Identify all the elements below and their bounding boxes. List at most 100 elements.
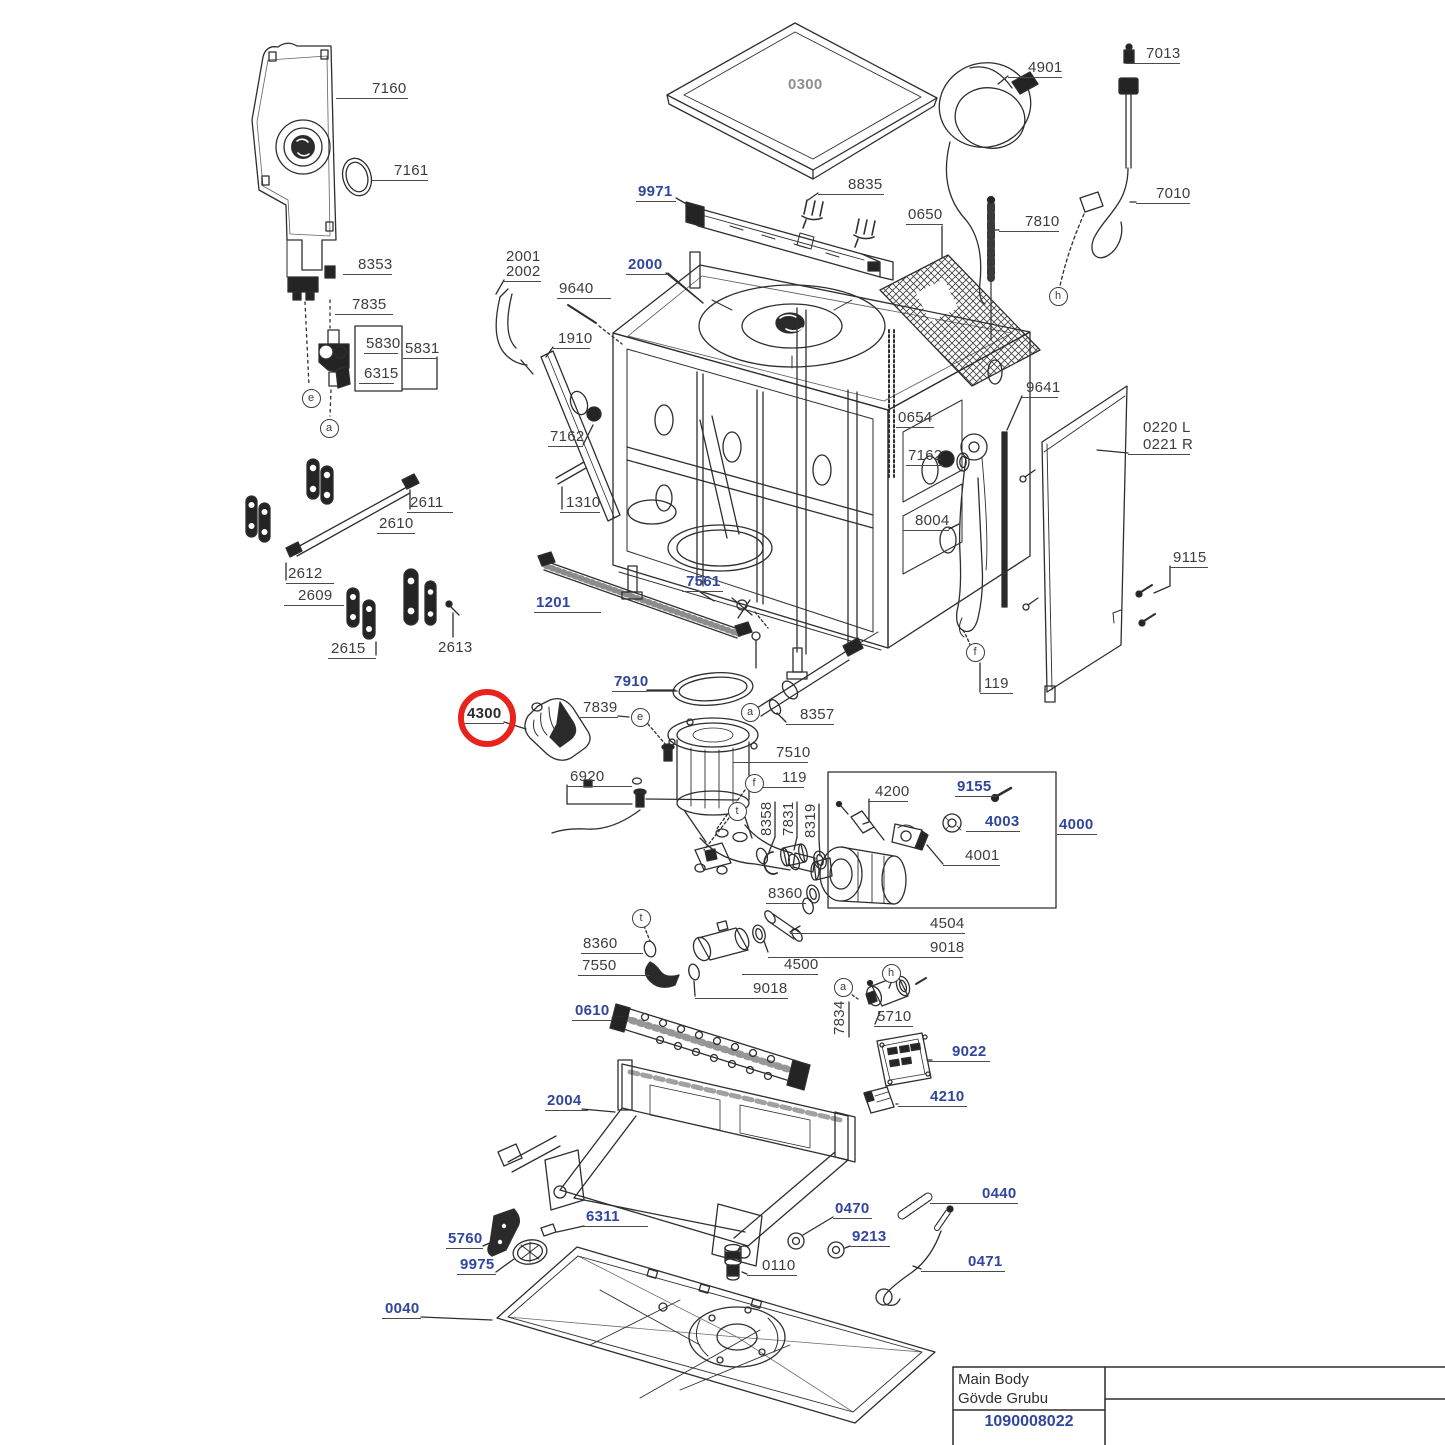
part-label-9641: 9641: [1026, 379, 1061, 396]
label-underline-9018: [695, 998, 788, 999]
part-label-0300: 0300: [788, 76, 823, 93]
clips-8835: [801, 199, 876, 248]
part-label-8835: 8835: [848, 176, 883, 193]
label-underline-7835: [335, 314, 393, 315]
part-label-119: 119: [782, 769, 807, 786]
label-underline-0440: [930, 1203, 1018, 1204]
top-lid-0300: [666, 22, 938, 180]
part-label-7831: 7831: [780, 801, 797, 836]
part-label-2000: 2000: [628, 256, 663, 273]
part-label-0040: 0040: [385, 1300, 420, 1317]
label-underline-9975: [457, 1274, 496, 1275]
roller-hardware: [245, 458, 460, 656]
part-label-2612: 2612: [288, 565, 323, 582]
label-underline-8360: [581, 953, 643, 954]
part-label-2613: 2613: [438, 639, 473, 656]
label-underline-7510: [733, 762, 808, 763]
label-underline-2610: [377, 533, 415, 534]
label-underline-0654: [896, 427, 934, 428]
label-underline-6315: [359, 383, 394, 384]
label-underline-9155: [955, 796, 997, 797]
chain-strip-0654: [888, 329, 895, 478]
part-label-1201: 1201: [536, 594, 571, 611]
part-label-7161: 7161: [394, 162, 429, 179]
label-underline-0040: [382, 1318, 421, 1319]
label-underline-2612: [286, 583, 334, 584]
title-block-part-code: 1090008022: [984, 1413, 1074, 1430]
spring-and-hose: [875, 1192, 954, 1307]
tub-2000: [612, 197, 1031, 680]
base-trim-1201: [537, 551, 769, 639]
part-label-2001: 2001: [506, 248, 541, 265]
callout-letter-e: e: [301, 388, 321, 408]
callout-letter-a: a: [833, 977, 853, 997]
label-underline-8353: [343, 274, 392, 275]
label-underline-2611: [407, 512, 453, 513]
callout-letter-t: t: [727, 801, 747, 821]
lower-hose-parts: [643, 897, 814, 997]
label-underline-119: [980, 693, 1013, 694]
base-rail-0610: [609, 1003, 811, 1091]
part-label-4001: 4001: [965, 847, 1000, 864]
inlet-part-4300: [503, 697, 591, 761]
heater-rod-7810: [986, 195, 1000, 341]
part-label-9971: 9971: [638, 183, 673, 200]
label-underline-7160: [336, 98, 408, 99]
leader-lines: [617, 192, 933, 1105]
part-label-119: 119: [984, 675, 1009, 692]
part-label-4504: 4504: [930, 915, 965, 932]
power-cord-7010: [1059, 43, 1139, 287]
label-underline-8004: [903, 530, 949, 531]
part-label-7162: 7162: [550, 428, 585, 445]
label-underline-0110: [747, 1275, 797, 1276]
trim-bar-9641: [1001, 395, 1023, 608]
label-underline-4003: [966, 831, 1020, 832]
part-label-5830: 5830: [366, 335, 401, 352]
base-frame-2004: [497, 1059, 856, 1267]
label-underline-7810: [999, 231, 1059, 232]
part-label-0650: 0650: [908, 206, 943, 223]
label-underline-1310: [560, 512, 600, 513]
label-underline-9022: [927, 1061, 990, 1062]
part-label-4901: 4901: [1028, 59, 1063, 76]
part-label-7810: 7810: [1025, 213, 1060, 230]
label-underline-2609: [284, 605, 344, 606]
label-underline-9641: [1022, 397, 1058, 398]
label-underline-2002: [504, 281, 541, 282]
part-label-6315: 6315: [364, 365, 399, 382]
callout-letter-t: t: [631, 908, 651, 928]
label-underline-0650: [906, 224, 943, 225]
foot-and-wheels: [724, 1216, 851, 1281]
label-underline-6920: [567, 786, 632, 787]
label-underline-4000: [1057, 834, 1097, 835]
label-underline-0610: [572, 1020, 612, 1021]
part-label-4200: 4200: [875, 783, 910, 800]
label-underline-4200: [868, 801, 908, 802]
part-label-6311: 6311: [586, 1208, 620, 1225]
part-label-2610: 2610: [379, 515, 414, 532]
label-underline-5830: [364, 353, 398, 354]
part-label-8357: 8357: [800, 706, 835, 723]
bracket-5760: [482, 1208, 548, 1273]
gasket-7161: [341, 157, 373, 197]
bottom-pan-0040: [420, 1246, 936, 1424]
label-underline-5710: [874, 1026, 913, 1027]
part-label-4500: 4500: [784, 956, 819, 973]
part-label-8319: 8319: [802, 803, 819, 838]
part-label-0221-r: 0221 R: [1143, 436, 1194, 453]
callout-letter-h: h: [881, 963, 901, 983]
callout-letter-e: e: [630, 707, 650, 727]
part-label-5710: 5710: [877, 1008, 912, 1025]
microswitch-6920: [551, 777, 739, 834]
part-label-5760: 5760: [448, 1230, 483, 1247]
label-underline-9213: [850, 1246, 890, 1247]
part-label-7013: 7013: [1146, 45, 1181, 62]
part-label-9022: 9022: [952, 1043, 987, 1060]
label-underline-6311: [583, 1226, 648, 1227]
label-underline-7910: [612, 691, 647, 692]
label-underline-5831: [403, 358, 437, 359]
label-underline-2615: [328, 658, 376, 659]
label-underline-7010: [1136, 203, 1190, 204]
